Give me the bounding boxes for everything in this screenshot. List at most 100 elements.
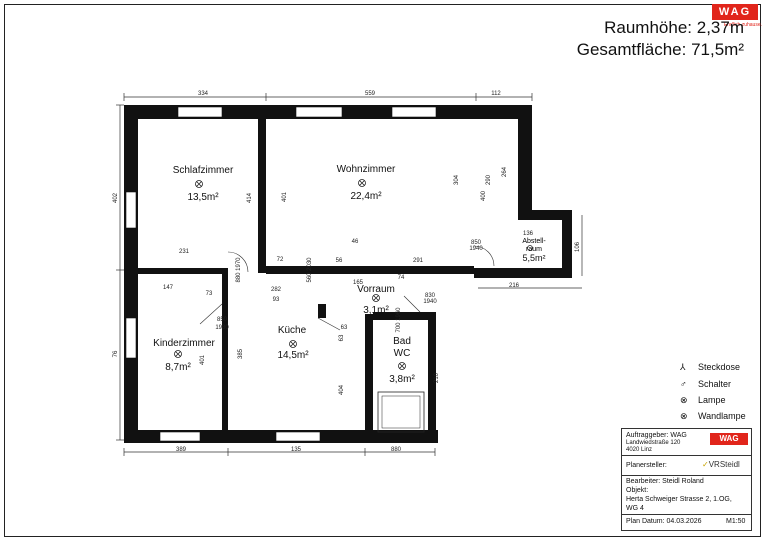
dim-top-334: 334 [198, 91, 209, 97]
legend-steckdose: ⅄ Steckdose [680, 362, 740, 373]
wall-lamp-icon: ⊗ [680, 411, 688, 421]
room-name-schlafzimmer: Schlafzimmer [173, 165, 234, 176]
bathtub [377, 391, 425, 433]
room-area-abstellraum: 5,5m² [522, 253, 545, 263]
object-label: Objekt: [626, 487, 649, 494]
planer-label: Planersteller: [626, 462, 667, 469]
title-block-wag-logo: WAG [710, 433, 748, 445]
dim-401b: 76 [113, 350, 119, 357]
dim-top-112: 112 [491, 91, 501, 97]
room-name-kueche: Küche [278, 325, 307, 336]
door-700-1960: 700 1960 [396, 307, 402, 333]
room-area-wohnzimmer: 22,4m² [350, 191, 382, 202]
wag-logo: WAG [712, 4, 758, 20]
lamp-symbols [174, 179, 533, 370]
vertical-dimension-labels: 402 414 401 304 400 290 264 106 76 401 3… [113, 166, 581, 395]
dim-282: 282 [271, 287, 282, 293]
dim-bottom-135: 880 [391, 447, 402, 453]
room-area-bad: 3,8m² [389, 374, 415, 385]
room-area-kinderzimmer: 8,7m² [165, 362, 191, 373]
door-850-1980-a: 850 [217, 317, 228, 323]
legend-steckdose-label: Steckdose [698, 362, 741, 372]
door-830-1940-b: 1940 [423, 299, 437, 305]
door-830-1940-a: 830 [425, 293, 436, 299]
dim-bottom-389: 135 [291, 447, 302, 453]
dim-284: 210 [434, 372, 440, 383]
door-850-1940-a: 850 [471, 240, 482, 246]
wag-tagline: Endlich zuhause. [723, 22, 762, 28]
planer-logo: ✓VRSteidl [702, 460, 740, 469]
walls [124, 105, 572, 443]
dim-304: 304 [454, 174, 460, 185]
windows [125, 106, 437, 442]
dim-400: 400 [481, 190, 487, 201]
socket-icon: ⅄ [680, 362, 686, 372]
room-name-abstellraum-2: raum [526, 246, 542, 253]
dim-404: 385 [238, 348, 244, 359]
dim-264: 264 [502, 166, 508, 177]
client-address-2: 4020 Linz [626, 447, 653, 453]
door-560-2030: 560 2030 [307, 257, 313, 283]
door-880-1970: 880 1970 [236, 257, 242, 283]
legend-schalter-label: Schalter [698, 379, 732, 389]
dim-73: 73 [206, 291, 213, 297]
dim-76: 63 [339, 334, 345, 341]
client-address-1: Landwiedstraße 120 [626, 440, 681, 446]
drawing-frame [4, 4, 761, 537]
dim-56: 56 [336, 258, 343, 264]
lamp-icon: ⊗ [680, 395, 688, 405]
dim-106: 106 [575, 241, 581, 252]
total-area-label: Gesamtfläche: 71,5m² [576, 40, 744, 59]
dim-46: 46 [352, 239, 359, 245]
check-icon: ✓ [702, 460, 709, 469]
legend-lampe-label: Lampe [698, 395, 726, 405]
client-label: Auftraggeber: WAG [626, 432, 687, 439]
legend-wandlampe-label: Wandlampe [698, 411, 746, 421]
dim-290: 290 [486, 174, 492, 185]
title-block: Auftraggeber: WAG Landwiedstraße 120 402… [621, 428, 752, 531]
dim-165: 165 [353, 280, 364, 286]
dim-210: 404 [339, 384, 345, 395]
switch-icon: ♂ [680, 379, 687, 389]
door-arcs [199, 245, 495, 331]
ceiling-height-label: Raumhöhe: 2,37m [604, 18, 744, 37]
room-name-abstellraum-1: Abstell- [522, 238, 546, 245]
bathtub-inner [381, 395, 421, 429]
dimension-labels: 334 559 112 231 72 46 291 136 56 74 165 … [163, 91, 534, 453]
dim-216: 216 [509, 283, 520, 289]
object-line-1: Herta Schweiger Strasse 2, 1.OG, [626, 496, 732, 503]
room-name-kinderzimmer: Kinderzimmer [153, 338, 215, 349]
room-name-wohnzimmer: Wohnzimmer [337, 164, 396, 175]
dim-136: 136 [523, 231, 534, 237]
top-dimension-lines [116, 93, 583, 456]
dim-231: 231 [179, 249, 190, 255]
editor-label: Bearbeiter: Steidl Roland [626, 478, 704, 485]
room-labels: Schlafzimmer 13,5m² Wohnzimmer 22,4m² 5,… [153, 164, 545, 385]
dim-414: 414 [247, 192, 253, 203]
legend-lampe: ⊗ Lampe [680, 395, 726, 406]
dim-74: 74 [398, 275, 405, 281]
room-name-vorraum: Vorraum [357, 284, 395, 295]
dim-147: 147 [163, 285, 174, 291]
dim-top-559: 559 [365, 91, 376, 97]
room-area-schlafzimmer: 13,5m² [187, 192, 219, 203]
room-name-bad: Bad [393, 336, 411, 347]
room-area-kueche: 14,5m² [277, 350, 309, 361]
plan-scale: M1:50 [726, 518, 746, 525]
door-850-1980-b: 1980 [215, 325, 229, 331]
object-line-2: WG 4 [626, 505, 644, 512]
plan-date: Plan Datum: 04.03.2026 [626, 518, 702, 525]
dim-401a: 401 [282, 191, 288, 202]
dim-bottom-220: 389 [176, 447, 187, 453]
dim-291: 291 [413, 258, 424, 264]
legend-schalter: ♂ Schalter [680, 379, 731, 389]
dim-93: 93 [273, 297, 280, 303]
dim-402: 402 [113, 192, 119, 203]
dim-385: 401 [200, 354, 206, 365]
dim-63: 63 [341, 325, 348, 331]
door-850-1940-b: 1940 [469, 246, 483, 252]
legend-wandlampe: ⊗ Wandlampe [680, 411, 746, 422]
room-area-vorraum: 3,1m² [363, 305, 389, 316]
